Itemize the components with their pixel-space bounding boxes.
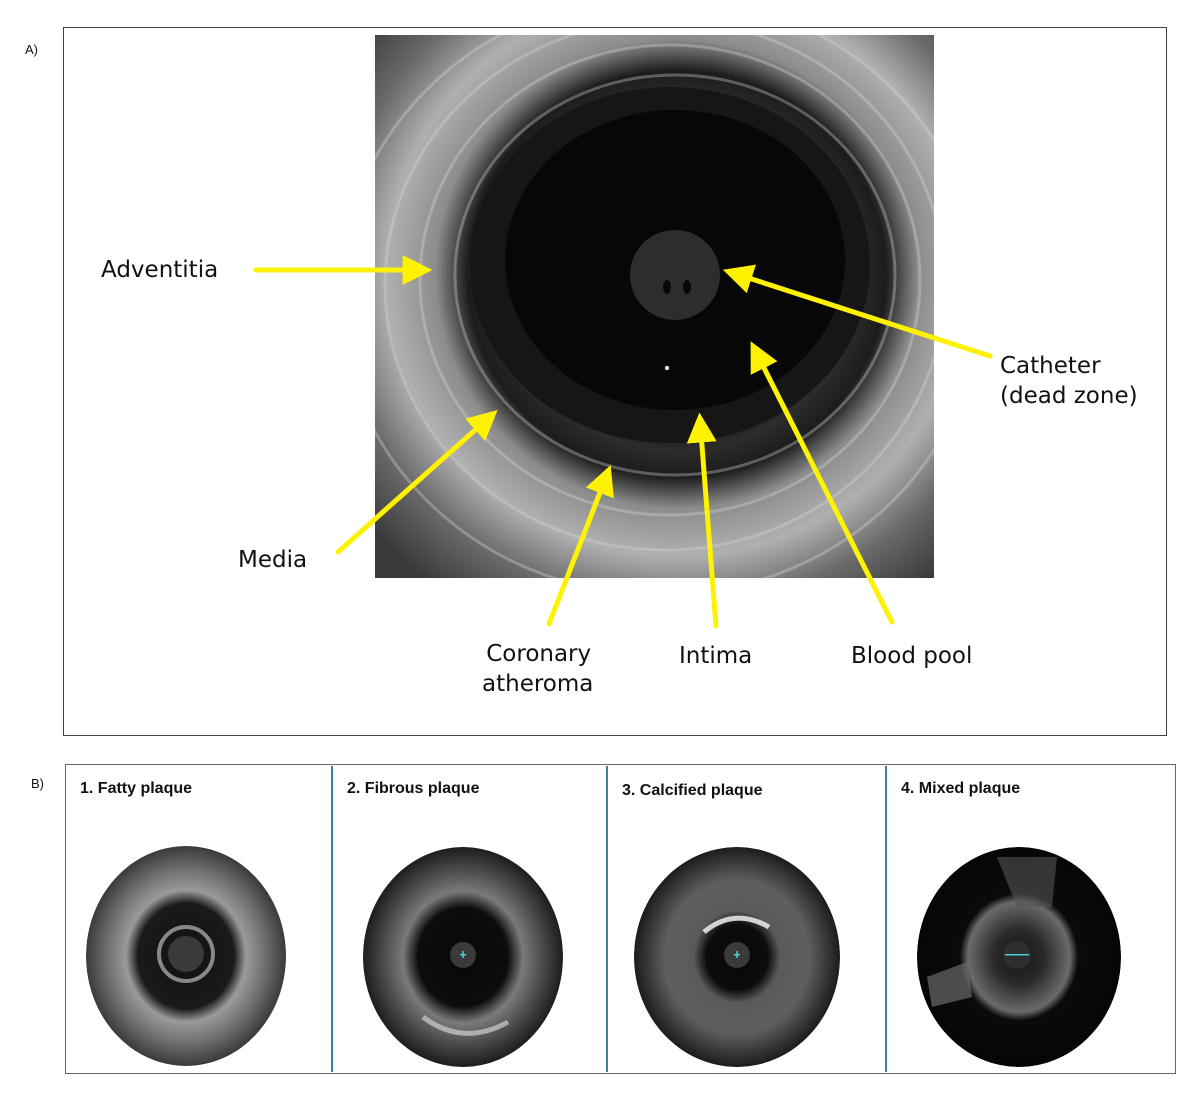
cell-divider <box>885 766 887 1072</box>
plaque-cell-calcified: 3. Calcified plaque <box>608 766 885 1072</box>
ivus-image-mixed-plaque <box>917 847 1121 1067</box>
cell-title: 3. Calcified plaque <box>622 782 763 799</box>
ivus-cross-section-image <box>375 35 934 578</box>
cell-title: 4. Mixed plaque <box>901 780 1021 797</box>
ivus-image-fatty-plaque <box>86 846 286 1066</box>
cell-divider <box>606 766 608 1072</box>
cell-title: 2. Fibrous plaque <box>347 780 480 797</box>
ivus-image-calcified-plaque <box>634 847 840 1067</box>
plaque-cell-fibrous: 2. Fibrous plaque <box>333 766 606 1072</box>
label-intima: Intima <box>679 643 753 669</box>
cell-title: 1. Fatty plaque <box>80 780 193 797</box>
cell-divider <box>331 766 333 1072</box>
panel-b-letter: B) <box>31 776 44 791</box>
label-media: Media <box>238 547 308 573</box>
label-catheter-line2: (dead zone) <box>1000 383 1138 409</box>
label-coronary-atheroma-line1: Coronary <box>486 641 592 667</box>
label-catheter: Catheter (dead zone) <box>1000 351 1138 411</box>
ivus-image-fibrous-plaque <box>363 847 563 1067</box>
label-blood-pool: Blood pool <box>851 643 973 669</box>
label-adventitia: Adventitia <box>101 257 219 283</box>
label-coronary-atheroma-line2: atheroma <box>482 671 594 697</box>
panel-a-letter: A) <box>25 42 38 57</box>
label-catheter-line1: Catheter <box>1000 353 1101 379</box>
label-coronary-atheroma: Coronary atheroma <box>482 639 593 699</box>
plaque-cell-mixed: 4. Mixed plaque <box>887 766 1174 1072</box>
plaque-cell-fatty: 1. Fatty plaque <box>66 766 331 1072</box>
